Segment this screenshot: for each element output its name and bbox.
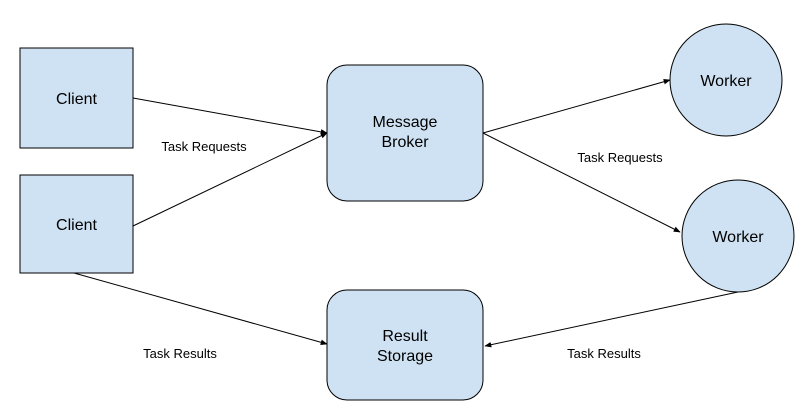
message-broker-node: Message Broker: [326, 64, 484, 202]
edge-client-bottom-to-broker: [132, 132, 328, 227]
storage-label-line2: Storage: [377, 348, 433, 365]
edge-label-client-task-results: Task Results: [143, 346, 217, 361]
worker-bottom-label: Worker: [712, 229, 764, 246]
client-top-label: Client: [56, 91, 97, 108]
broker-label-line2: Broker: [381, 134, 429, 151]
edge-client-top-to-broker: [132, 97, 328, 135]
edge-broker-to-worker-top: [482, 79, 671, 134]
client-node-bottom: Client: [19, 174, 134, 274]
edge-label-worker-task-results: Task Results: [567, 346, 641, 361]
worker-node-bottom: Worker: [681, 179, 795, 293]
edge-client-bottom-to-storage: [73, 272, 328, 345]
worker-node-top: Worker: [669, 23, 783, 137]
worker-top-label: Worker: [700, 73, 752, 90]
storage-label-line1: Result: [382, 328, 428, 345]
client-bottom-label: Client: [56, 217, 97, 234]
edge-worker-bottom-to-storage: [484, 291, 739, 348]
edge-label-client-task-requests: Task Requests: [161, 139, 247, 154]
edge-label-worker-task-requests: Task Requests: [577, 150, 663, 165]
edge-broker-to-worker-bottom: [482, 132, 681, 233]
result-storage-node: Result Storage: [326, 289, 484, 401]
client-node-top: Client: [19, 47, 134, 149]
broker-label-line1: Message: [373, 114, 438, 131]
